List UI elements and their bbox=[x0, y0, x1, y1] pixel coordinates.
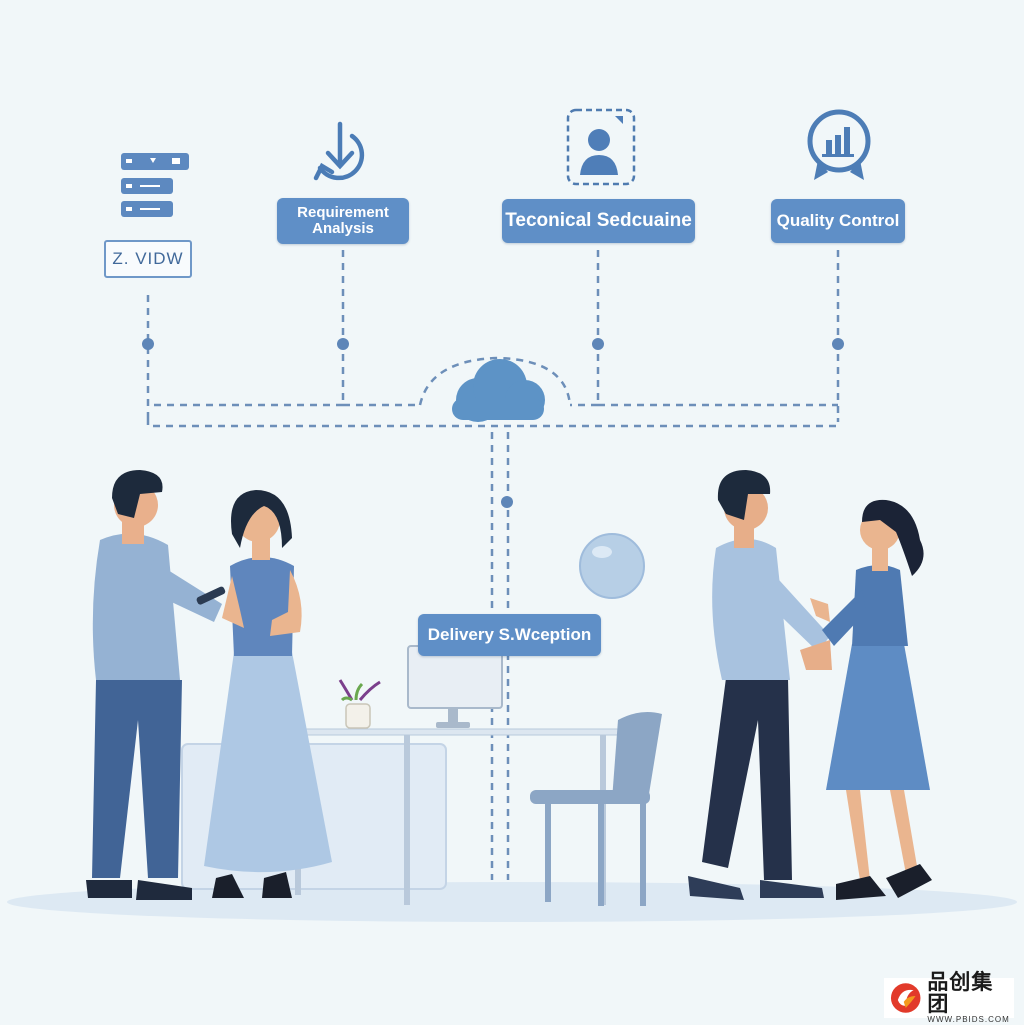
person-man-right bbox=[688, 470, 832, 900]
monitor bbox=[407, 645, 503, 728]
brand-url: WWW.PBIDS.COM bbox=[927, 1015, 1010, 1024]
download-cycle-icon bbox=[313, 121, 365, 181]
plant bbox=[338, 679, 381, 729]
brand-name: 品创集团 bbox=[927, 970, 994, 1016]
connector-dots bbox=[142, 338, 844, 508]
user-profile-icon bbox=[566, 108, 636, 186]
person-man-left bbox=[86, 470, 226, 900]
delivery-label: Delivery S.Wception bbox=[418, 614, 601, 656]
person-woman-right bbox=[810, 499, 932, 900]
bubble bbox=[579, 533, 645, 599]
list-panel-icon bbox=[121, 153, 189, 217]
bubble-highlight bbox=[592, 546, 612, 558]
watermark-logo: 品创集团 WWW.PBIDS.COM bbox=[884, 971, 1014, 1024]
cloud-icon bbox=[452, 359, 545, 422]
bar-chart-badge-icon bbox=[807, 109, 871, 180]
technical-label: Teconical Sedcuaine bbox=[502, 199, 695, 243]
chair bbox=[530, 712, 662, 906]
quality-control-label: Quality Control bbox=[771, 199, 905, 243]
view-label: Z. VIDW bbox=[104, 240, 192, 278]
requirement-analysis-label: Requirement Analysis bbox=[277, 198, 409, 244]
brand-logo-icon bbox=[890, 983, 921, 1013]
person-woman-left bbox=[204, 490, 332, 898]
